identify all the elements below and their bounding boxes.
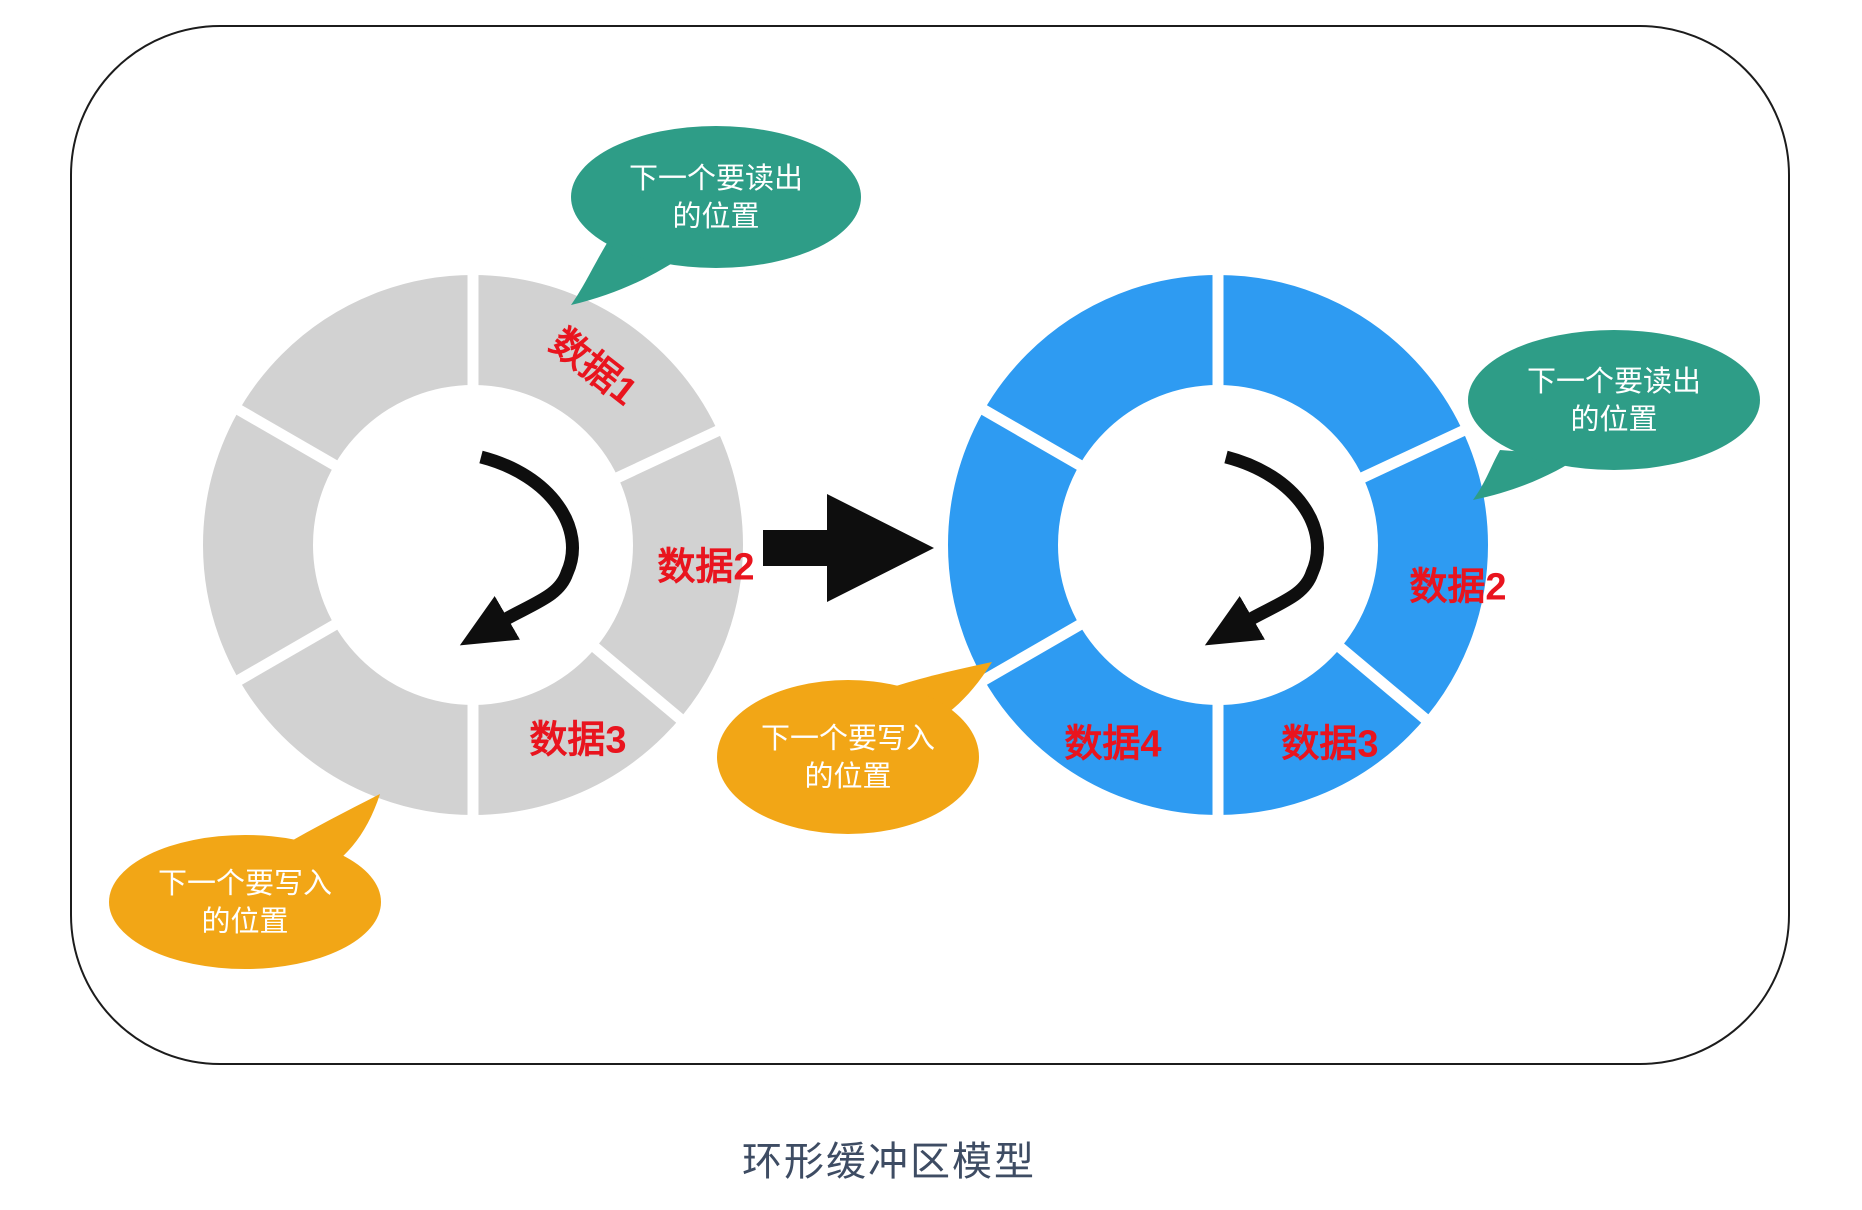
bubble-text-line2: 的位置	[201, 905, 288, 938]
bubble-text-line2: 的位置	[672, 200, 759, 233]
read-position-bubble-right: 下一个要读出 的位置	[1468, 330, 1760, 500]
diagram-border-frame	[70, 25, 1790, 1065]
transition-arrow-icon	[763, 494, 934, 602]
right-rotation-arrow-icon	[1204, 450, 1324, 646]
right-ring	[948, 265, 1488, 825]
write-position-bubble-center: 下一个要写入 的位置	[717, 662, 992, 834]
left-ring-slot2-label: 数据2	[657, 546, 755, 589]
bubble-text-line1: 下一个要读出	[1527, 365, 1701, 398]
left-ring-slot3-label: 数据3	[529, 719, 627, 762]
right-ring-slot2-label: 数据2	[1409, 566, 1507, 609]
left-ring-segment-gaps	[227, 265, 730, 825]
right-ring-slot3-label: 数据3	[1281, 723, 1379, 766]
bubble-text-line1: 下一个要写入	[158, 868, 332, 900]
left-ring	[203, 265, 743, 825]
right-ring-segment-gaps	[972, 265, 1475, 825]
bubble-text-line1: 下一个要写入	[761, 723, 935, 755]
diagram-title: 环形缓冲区模型	[742, 1140, 1036, 1184]
bubble-body	[717, 680, 979, 834]
bubble-body	[571, 126, 861, 268]
read-position-bubble-left: 下一个要读出 的位置	[571, 126, 861, 305]
right-ring-slot4-label: 数据4	[1064, 723, 1162, 766]
bubble-text-line2: 的位置	[804, 760, 891, 793]
left-rotation-arrow-icon	[459, 450, 579, 646]
bubble-text-line2: 的位置	[1570, 403, 1657, 436]
bubble-text-line1: 下一个要读出	[629, 162, 803, 195]
bubble-body	[1468, 330, 1760, 470]
bubble-body	[109, 835, 381, 969]
write-position-bubble-left: 下一个要写入 的位置	[109, 794, 381, 969]
